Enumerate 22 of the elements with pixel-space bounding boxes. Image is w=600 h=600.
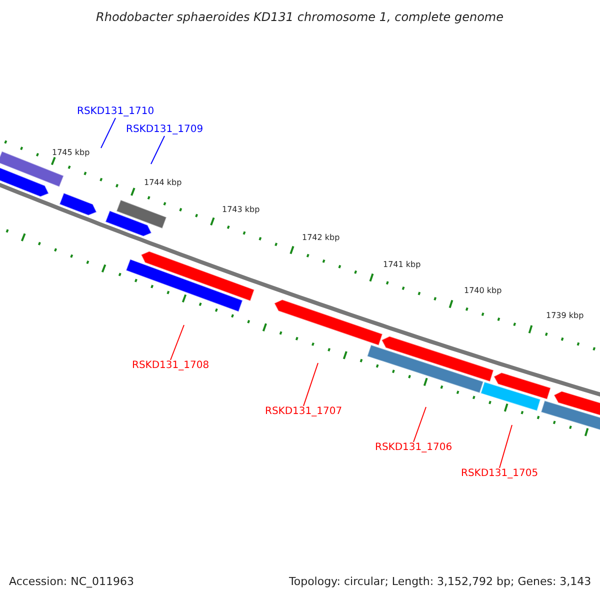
diagram-title: Rhodobacter sphaeroides KD131 chromosome 1, complete genome	[96, 10, 504, 24]
gene-label: RSKD131_1706	[375, 442, 452, 454]
scale-label: 1743 kbp	[222, 205, 260, 215]
accession-text: Accession: NC_011963	[9, 575, 134, 588]
gene-label: RSKD131_1707	[265, 406, 342, 418]
scale-label: 1741 kbp	[383, 260, 421, 270]
scale-label: 1740 kbp	[464, 286, 502, 296]
gene-label: RSKD131_1710	[77, 106, 154, 118]
scale-label: 1745 kbp	[52, 148, 90, 158]
genome-summary-text: Topology: circular; Length: 3,152,792 bp; Genes: 3,143	[289, 575, 592, 588]
leader-line	[170, 324, 184, 360]
leader-line	[499, 424, 512, 468]
scale-label: 1739 kbp	[546, 311, 584, 321]
scale-label: 1744 kbp	[144, 178, 182, 188]
leader-line	[303, 362, 318, 406]
leader-line	[150, 136, 165, 164]
leader-line	[413, 406, 426, 442]
gene-label: RSKD131_1709	[126, 124, 204, 136]
scale-label: 1742 kbp	[302, 233, 340, 243]
gene-label: RSKD131_1708	[132, 360, 210, 372]
gene-label: RSKD131_1705	[461, 468, 538, 480]
leader-line	[100, 118, 116, 148]
